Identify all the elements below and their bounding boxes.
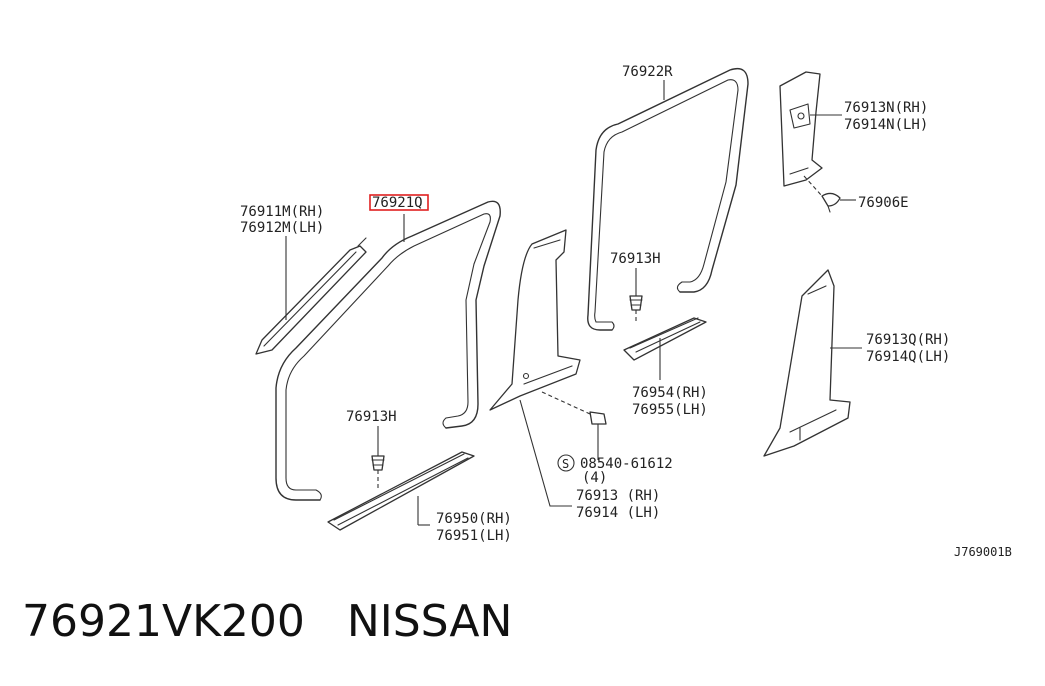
- center-pillar-lower-trim: [489, 229, 591, 415]
- b-pillar-upper-trim: [779, 71, 823, 187]
- clip-76913h-lower: [371, 447, 385, 488]
- clip-76906e: [803, 175, 841, 213]
- rear-door-weatherstrip: [587, 67, 749, 331]
- rear-pillar-trim: [763, 269, 851, 457]
- part-label-76954: 76954(RH): [632, 385, 708, 401]
- part-label-76951: 76951(LH): [436, 528, 512, 544]
- leader-lines: [285, 80, 862, 526]
- front-kicking-plate: [327, 451, 475, 531]
- part-label-76906e: 76906E: [858, 195, 909, 211]
- front-door-weatherstrip: [275, 200, 501, 501]
- highlight-box: [369, 194, 429, 211]
- catalog-reference: J769001B: [954, 545, 1012, 559]
- part-label-quantity: (4): [582, 470, 607, 486]
- part-label-76913h-upper: 76913H: [610, 251, 661, 267]
- part-label-76911m: 76911M(RH): [240, 204, 324, 220]
- rear-kicking-plate: [623, 317, 707, 361]
- part-label-76913: 76913 (RH): [576, 488, 660, 504]
- part-label-76914: 76914 (LH): [576, 505, 660, 521]
- front-pillar-garnish: [255, 237, 367, 355]
- part-number-caption: 76921VK200 NISSAN: [22, 596, 513, 647]
- part-label-76912m: 76912M(LH): [240, 220, 324, 236]
- part-label-76922r: 76922R: [622, 64, 673, 80]
- part-label-76955: 76955(LH): [632, 402, 708, 418]
- part-label-76914q: 76914Q(LH): [866, 349, 950, 365]
- part-label-76914n: 76914N(LH): [844, 117, 928, 133]
- part-label-76950: 76950(RH): [436, 511, 512, 527]
- s-mark-letter: S: [562, 457, 569, 471]
- clip-76913h-upper: [629, 287, 643, 322]
- s-mark-circle: [557, 454, 575, 472]
- part-label-76913q: 76913Q(RH): [866, 332, 950, 348]
- part-label-76913h-lower: 76913H: [346, 409, 397, 425]
- part-label-76921q: 76921Q: [372, 195, 423, 211]
- screw-08540-61612: [589, 411, 607, 447]
- part-label-08540-61612: 08540-61612: [580, 456, 673, 472]
- part-label-76913n: 76913N(RH): [844, 100, 928, 116]
